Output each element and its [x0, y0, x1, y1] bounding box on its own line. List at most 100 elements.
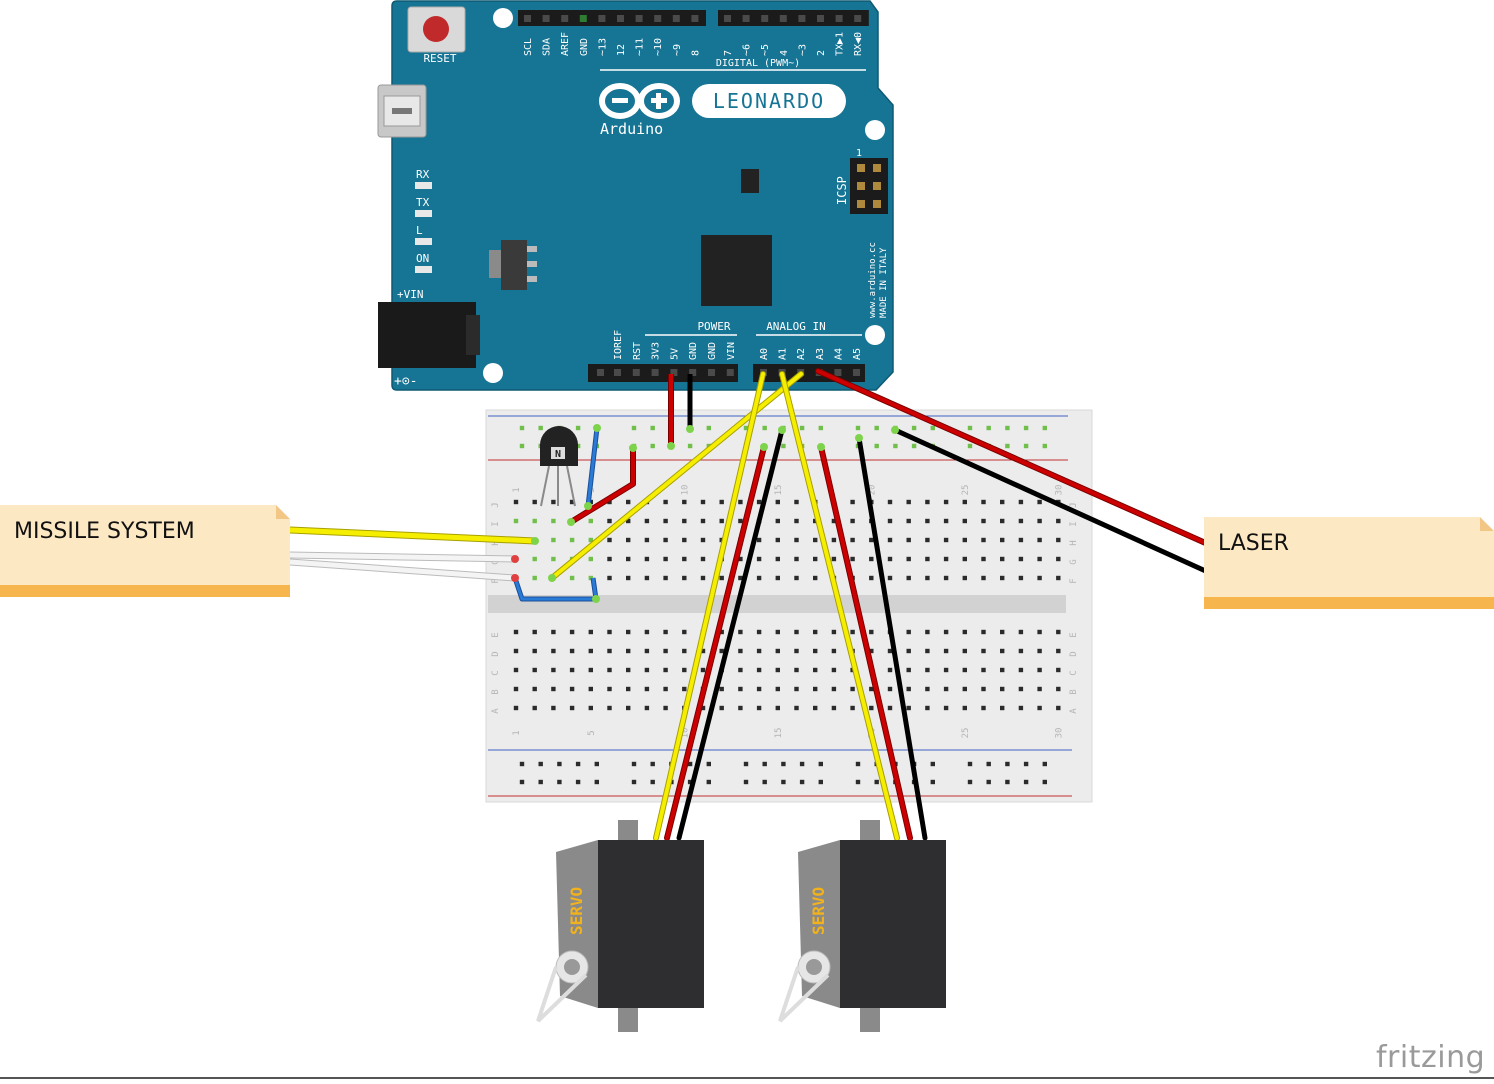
row-label: F [1069, 578, 1079, 583]
digital-pin-label: ~10 [653, 38, 664, 56]
column-number: 30 [1054, 485, 1064, 496]
led-label: ON [416, 252, 429, 265]
digital-pin-label: AREF [560, 32, 571, 56]
laser-note[interactable]: LASER [1204, 517, 1494, 609]
led-indicator [415, 238, 432, 245]
column-number: 1 [512, 487, 522, 492]
servo1-signal-wire [654, 372, 765, 840]
led-indicator [415, 210, 432, 217]
microcontroller-chip [701, 235, 772, 306]
mount-hole [483, 363, 503, 383]
digital-label: DIGITAL (PWM~) [716, 58, 800, 69]
jumper-blue [586, 426, 599, 508]
column-number: 20 [867, 485, 877, 496]
row-label: D [1069, 651, 1079, 656]
analog-pin-label: A1 [778, 348, 789, 360]
brand-label: Arduino [600, 120, 663, 138]
analog-label: ANALOG IN [766, 320, 826, 333]
website-label: www.arduino.cc [868, 242, 878, 318]
icsp-header [850, 158, 888, 214]
mount-hole [865, 325, 885, 345]
fritzing-watermark: fritzing [1376, 1040, 1486, 1075]
transistor: N [540, 426, 578, 507]
row-label: H [491, 540, 501, 545]
power-pin-label: 5V [669, 348, 680, 360]
servo-motor: SERVO [778, 820, 946, 1032]
row-label: H [1069, 540, 1079, 545]
missile-system-label: MISSILE SYSTEM [14, 519, 195, 544]
power-pin-label: VIN [726, 342, 737, 360]
analog-pin-label: A5 [852, 348, 863, 360]
model-label: LEONARDO [713, 89, 825, 113]
digital-pin-label: 4 [779, 50, 790, 56]
icsp-label: ICSP [835, 176, 849, 205]
power-pin-label: 3V3 [651, 342, 662, 360]
column-number: 5 [587, 730, 597, 735]
vin-label: +VIN [397, 288, 424, 301]
polarity-symbol: +⊙- [394, 374, 417, 389]
missile-wire-yellow [289, 527, 536, 544]
breadboard: JJIIHHGGFFEEDDCCBBAA11551010151520202525… [485, 409, 1093, 803]
column-number: 25 [961, 728, 971, 739]
column-number: 15 [774, 728, 784, 739]
servo-label: SERVO [809, 887, 828, 935]
row-label: B [491, 689, 501, 694]
digital-pin-label: GND [579, 38, 590, 56]
analog-pin-label: A4 [833, 348, 844, 360]
column-number: 1 [512, 730, 522, 735]
digital-pin-label: TX▶1 [835, 32, 846, 56]
servo-motor: SERVO [536, 820, 704, 1032]
row-label: C [1069, 670, 1079, 675]
digital-pin-label: ~11 [635, 38, 646, 56]
row-label: B [1069, 689, 1079, 694]
power-label: POWER [697, 320, 730, 333]
mount-hole [493, 8, 513, 28]
laser-wire-red [816, 369, 1212, 547]
jumper-red [569, 448, 635, 524]
missile-wire-white-2 [289, 559, 516, 581]
jumper-blue-bottom [513, 577, 598, 601]
row-label: A [1069, 708, 1079, 714]
missile-system-note[interactable]: MISSILE SYSTEM [0, 505, 290, 597]
signal-wire-a2 [550, 372, 803, 580]
svg-text:N: N [555, 449, 561, 460]
servo-label: SERVO [567, 887, 586, 935]
breadboard-labels: JJIIHHGGFFEEDDCCBBAA11551010151520202525… [491, 485, 1079, 739]
servo1-ground-wire [676, 427, 785, 841]
column-number: 30 [1054, 728, 1064, 739]
led-label: TX [416, 196, 430, 209]
power-pin-label: IOREF [613, 330, 624, 360]
column-number: 10 [680, 485, 690, 496]
row-label: J [491, 502, 501, 507]
row-label: E [491, 632, 501, 637]
digital-pin-label: ~6 [742, 44, 753, 56]
reset-label: RESET [423, 52, 456, 65]
column-number: 10 [680, 728, 690, 739]
mount-hole [865, 120, 885, 140]
made-in-label: MADE IN ITALY [879, 247, 889, 318]
servo1-power-wire [665, 445, 766, 840]
servo2-power-wire [819, 445, 912, 840]
laser-wire-black [892, 427, 1213, 576]
power-pin-label: GND [688, 342, 699, 360]
reset-button-cap[interactable] [423, 16, 449, 42]
power-jack [378, 302, 476, 368]
digital-pin-label: 8 [690, 50, 701, 56]
led-indicator [415, 266, 432, 273]
row-label: D [491, 651, 501, 656]
arduino-logo [599, 83, 680, 119]
small-chip [741, 169, 759, 193]
row-label: G [1069, 559, 1079, 564]
servo2-signal-wire [780, 372, 899, 840]
row-label: F [491, 578, 501, 583]
digital-pin-label: 7 [723, 50, 734, 56]
analog-pin-label: A2 [796, 348, 807, 360]
row-label: A [491, 708, 501, 714]
icsp-pin1-label: 1 [856, 148, 862, 159]
digital-pin-label: ~5 [760, 44, 771, 56]
led-label: L [416, 224, 423, 237]
